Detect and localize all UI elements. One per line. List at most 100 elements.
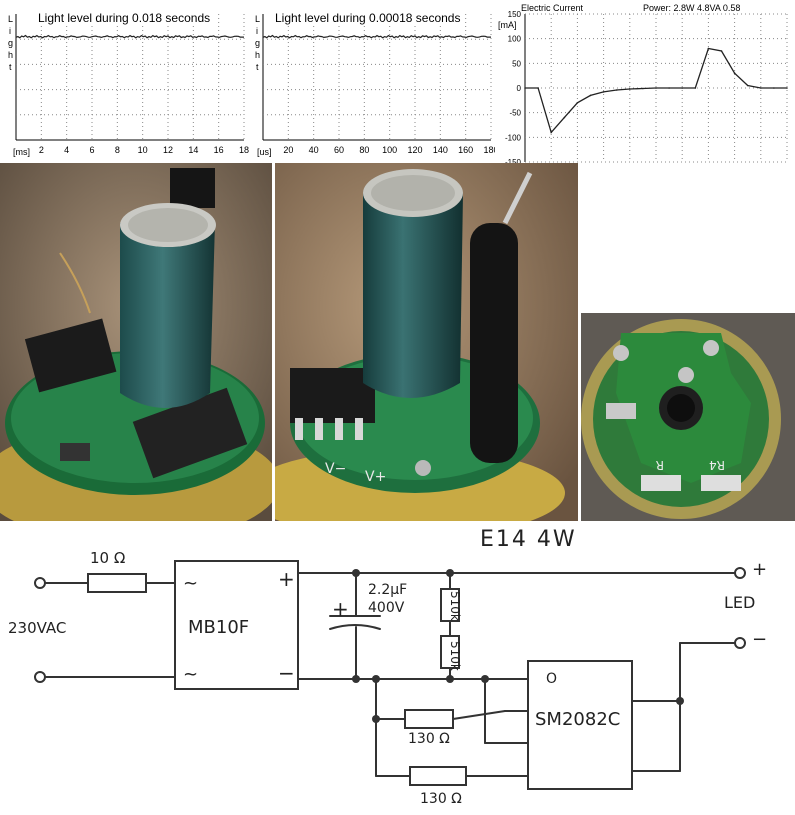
- bridge-ac-top: ~: [183, 573, 199, 594]
- y-tick-label: -100: [505, 133, 522, 142]
- y-label-L: L: [8, 14, 14, 24]
- y-tick-label: -50: [509, 109, 521, 118]
- current-point: [563, 116, 566, 119]
- current-point: [537, 87, 539, 89]
- current-point: [681, 87, 683, 89]
- current-point: [733, 72, 736, 74]
- input-voltage-label: 230VAC: [8, 619, 67, 637]
- current-point: [550, 131, 552, 134]
- current-point: [655, 87, 657, 89]
- x-tick-label: 60: [334, 145, 344, 155]
- y-tick-label: 150: [508, 10, 522, 19]
- cap-value: 2.2µF: [368, 582, 408, 598]
- ic-pin1-mark: O: [546, 671, 558, 687]
- current-point: [786, 87, 788, 89]
- x-tick-label: 18: [239, 145, 249, 155]
- y-label-h: h: [8, 50, 14, 60]
- current-point: [746, 84, 749, 87]
- x-tick-label: 10: [138, 145, 148, 155]
- current-point: [760, 87, 762, 89]
- current-point: [576, 102, 579, 104]
- x-tick-label: 2: [39, 145, 44, 155]
- y-tick-label: 50: [512, 59, 521, 68]
- current-point: [629, 88, 631, 90]
- y-label-i: i: [9, 26, 11, 36]
- current-point: [615, 89, 618, 91]
- chart-title: Electric Current: [521, 3, 584, 13]
- x-tick-label: 40: [309, 145, 319, 155]
- y-unit: [mA]: [498, 20, 517, 30]
- y-label-L: L: [255, 14, 261, 24]
- bridge-ac-bottom: ~: [183, 664, 199, 685]
- bridge-label: MB10F: [188, 617, 250, 638]
- resistor-input-label: 10 Ω: [90, 549, 126, 567]
- light-chart-18ms-plot: 2 4 6 8 10 12 14 16 18: [15, 14, 249, 155]
- current-point: [524, 87, 526, 89]
- photo-pcb-bottom: R4 R: [581, 313, 795, 521]
- power-readout: Power: 2.8W 4.8VA 0.58: [643, 3, 741, 13]
- light-series-line: [262, 34, 491, 39]
- schematic: E14 4W 10 Ω 230VAC MB10F + − ~ ~ + 2.2µF…: [0, 521, 795, 815]
- chart-title: Light level during 0.00018 seconds: [275, 11, 461, 25]
- x-tick-label: 160: [458, 145, 473, 155]
- x-tick-label: 6: [89, 145, 94, 155]
- x-tick-label: 14: [188, 145, 198, 155]
- r-sense1-label: 130 Ω: [408, 731, 450, 747]
- current-point: [694, 87, 697, 89]
- led-plus: +: [752, 559, 768, 580]
- photo-driver-top-view: V− V+: [275, 163, 578, 521]
- pcb-label-vminus: V−: [325, 461, 346, 477]
- y-label-g: g: [8, 38, 14, 48]
- pcb-label-r: R: [656, 458, 664, 472]
- y-label-t: t: [256, 62, 259, 72]
- x-tick-label: 16: [214, 145, 224, 155]
- led-minus: −: [752, 629, 768, 650]
- cap-polarity: +: [332, 597, 349, 621]
- x-tick-label: 140: [433, 145, 448, 155]
- current-point: [773, 87, 775, 89]
- y-label-i: i: [256, 26, 258, 36]
- schematic-drawing: [34, 560, 746, 790]
- y-tick-label: 100: [508, 35, 522, 44]
- x-tick-label: 20: [283, 145, 293, 155]
- current-chart-plot: 150 100 50 0 -50 -100 -150: [505, 10, 788, 167]
- current-point: [642, 87, 644, 90]
- bridge-minus: −: [278, 661, 295, 685]
- x-tick-label: 4: [64, 145, 69, 155]
- current-point: [668, 87, 670, 89]
- r-sense2-label: 130 Ω: [420, 791, 462, 807]
- led-label: LED: [724, 593, 756, 612]
- y-tick-label: -150: [505, 158, 522, 167]
- chart-title: Light level during 0.018 seconds: [38, 11, 211, 25]
- photo-driver-side-view: [0, 163, 272, 521]
- cap-voltage: 400V: [368, 600, 405, 616]
- y-label-g: g: [255, 38, 261, 48]
- light-series-line: [15, 34, 244, 39]
- photo-driver-side-image: [0, 163, 272, 521]
- y-label-t: t: [9, 62, 12, 72]
- x-tick-label: 8: [115, 145, 120, 155]
- current-point: [720, 50, 723, 52]
- x-tick-label: 80: [359, 145, 369, 155]
- r-div1-label: 510k: [448, 591, 462, 621]
- pcb-label-r4: R4: [709, 458, 725, 472]
- light-chart-18ms: 2 4 6 8 10 12 14 16 18 Light level during 0.018 …: [8, 8, 249, 160]
- schematic-title: E14 4W: [480, 527, 577, 552]
- bridge-plus: +: [278, 567, 295, 591]
- x-tick-label: 12: [163, 145, 173, 155]
- ic-label: SM2082C: [535, 709, 621, 730]
- current-chart: 150 100 50 0 -50 -100 -150 Electric Current Po…: [495, 2, 795, 167]
- r-div2-label: 510k: [448, 641, 462, 671]
- pcb-label-vplus: V+: [365, 469, 386, 485]
- current-point: [589, 94, 592, 97]
- x-unit: [us]: [257, 147, 272, 157]
- current-point: [707, 47, 710, 50]
- current-point: [602, 91, 605, 93]
- y-label-h: h: [255, 50, 261, 60]
- x-tick-label: 100: [382, 145, 397, 155]
- x-tick-label: 180: [483, 145, 498, 155]
- y-tick-label: 0: [517, 84, 522, 93]
- photo-driver-top-image: V− V+: [275, 163, 578, 521]
